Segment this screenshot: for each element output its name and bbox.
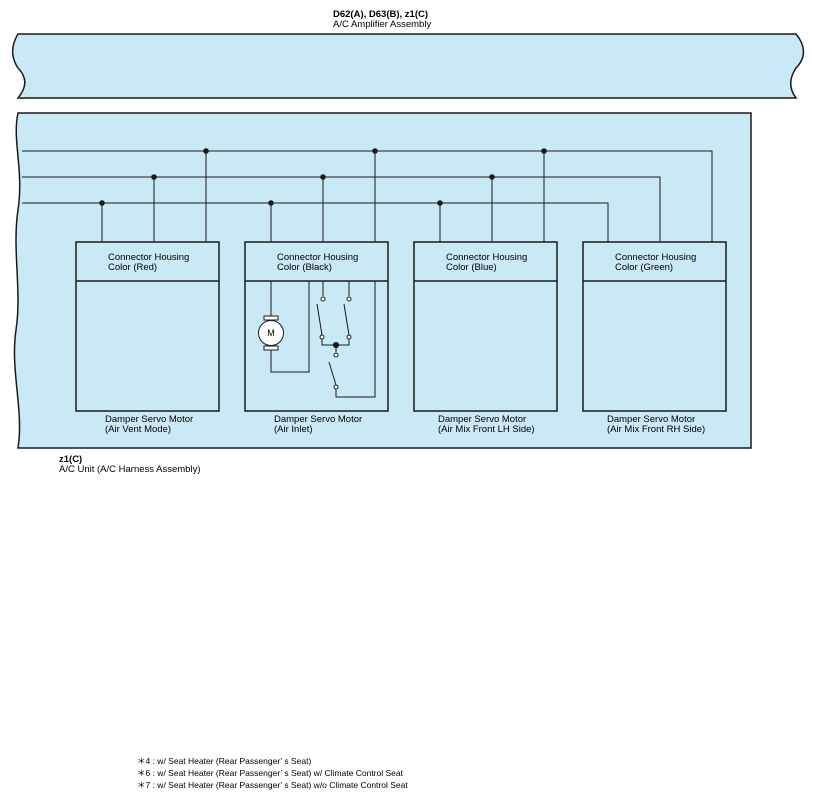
switch-contact [333,352,339,358]
housing-label-line2: Color (Black) [277,262,332,273]
motor-name-line1: Damper Servo Motor [607,414,696,425]
harness-wires [22,150,713,242]
motor-name-line1: Damper Servo Motor [105,414,194,425]
motor-name-line2: (Air Mix Front LH Side) [438,424,535,435]
motor-name-line1: Damper Servo Motor [274,414,363,425]
bus-wire-3 [22,202,609,242]
motor-name-line2: (Air Mix Front RH Side) [607,424,706,435]
housing-label-line2: Color (Blue) [446,262,497,273]
motor-terminal-top [263,315,279,321]
footnote: ＊4 : w/ Seat Heater (Rear Passenger’ s S… [137,756,312,766]
housing-label-line1: Connector Housing [615,252,697,263]
motor-terminal-bottom [263,345,279,351]
switch-contact [319,334,325,340]
junction-dot [541,148,547,154]
housing-label-line1: Connector Housing [446,252,528,263]
switch-wire-c [335,280,376,398]
junction-dot [203,148,209,154]
housing-label-line2: Color (Red) [108,262,158,273]
air-inlet-schematic [258,280,376,398]
junction-dot [320,174,326,180]
bus-wire-1 [22,150,713,242]
bus-wire-2 [22,176,661,242]
junction-dots [99,148,547,206]
motor-name-line2: (Air Vent Mode) [105,424,171,435]
motor-symbol-label: M [267,328,275,338]
switch-contact [346,334,352,340]
junction-dot [437,200,443,206]
footnote: ＊6 : w/ Seat Heater (Rear Passenger’ s S… [137,768,403,778]
motor-boxes [75,241,727,412]
motor-box-air-inlet [244,241,389,412]
footnotes: ＊4 : w/ Seat Heater (Rear Passenger’ s S… [137,755,408,791]
housing-label-line2: Color (Green) [615,262,674,273]
motor-name-line1: Damper Servo Motor [438,414,527,425]
amplifier-code: D62(A), D63(B), z1(C) [333,9,429,20]
ac-unit-code: z1(C) [59,454,83,465]
junction-dot [268,200,274,206]
footnote: ＊7 : w/ Seat Heater (Rear Passenger’ s S… [137,780,408,790]
junction-dot [489,174,495,180]
amplifier-assembly-band [12,33,805,99]
ac-unit-name: A/C Unit (A/C Harness Assembly) [59,464,201,475]
junction-dot [99,200,105,206]
motor-wire-bottom [270,281,310,373]
amplifier-name: A/C Amplifier Assembly [333,19,432,30]
housing-label-line1: Connector Housing [108,252,190,263]
motor-symbol-icon [258,320,284,346]
motor-box-air-mix-lh [413,241,558,412]
housing-label-line1: Connector Housing [277,252,359,263]
switch-arm-right [343,303,350,336]
motor-box-air-mix-rh [582,241,727,412]
switch-contact [320,296,326,302]
switch-arm-left [316,303,323,336]
switch-contact [346,296,352,302]
motor-box-air-vent-mode [75,241,220,412]
switch-arm-lower [328,361,337,386]
switch-contact [333,384,339,390]
junction-dot [151,174,157,180]
junction-dot [372,148,378,154]
motor-name-line2: (Air Inlet) [274,424,313,435]
